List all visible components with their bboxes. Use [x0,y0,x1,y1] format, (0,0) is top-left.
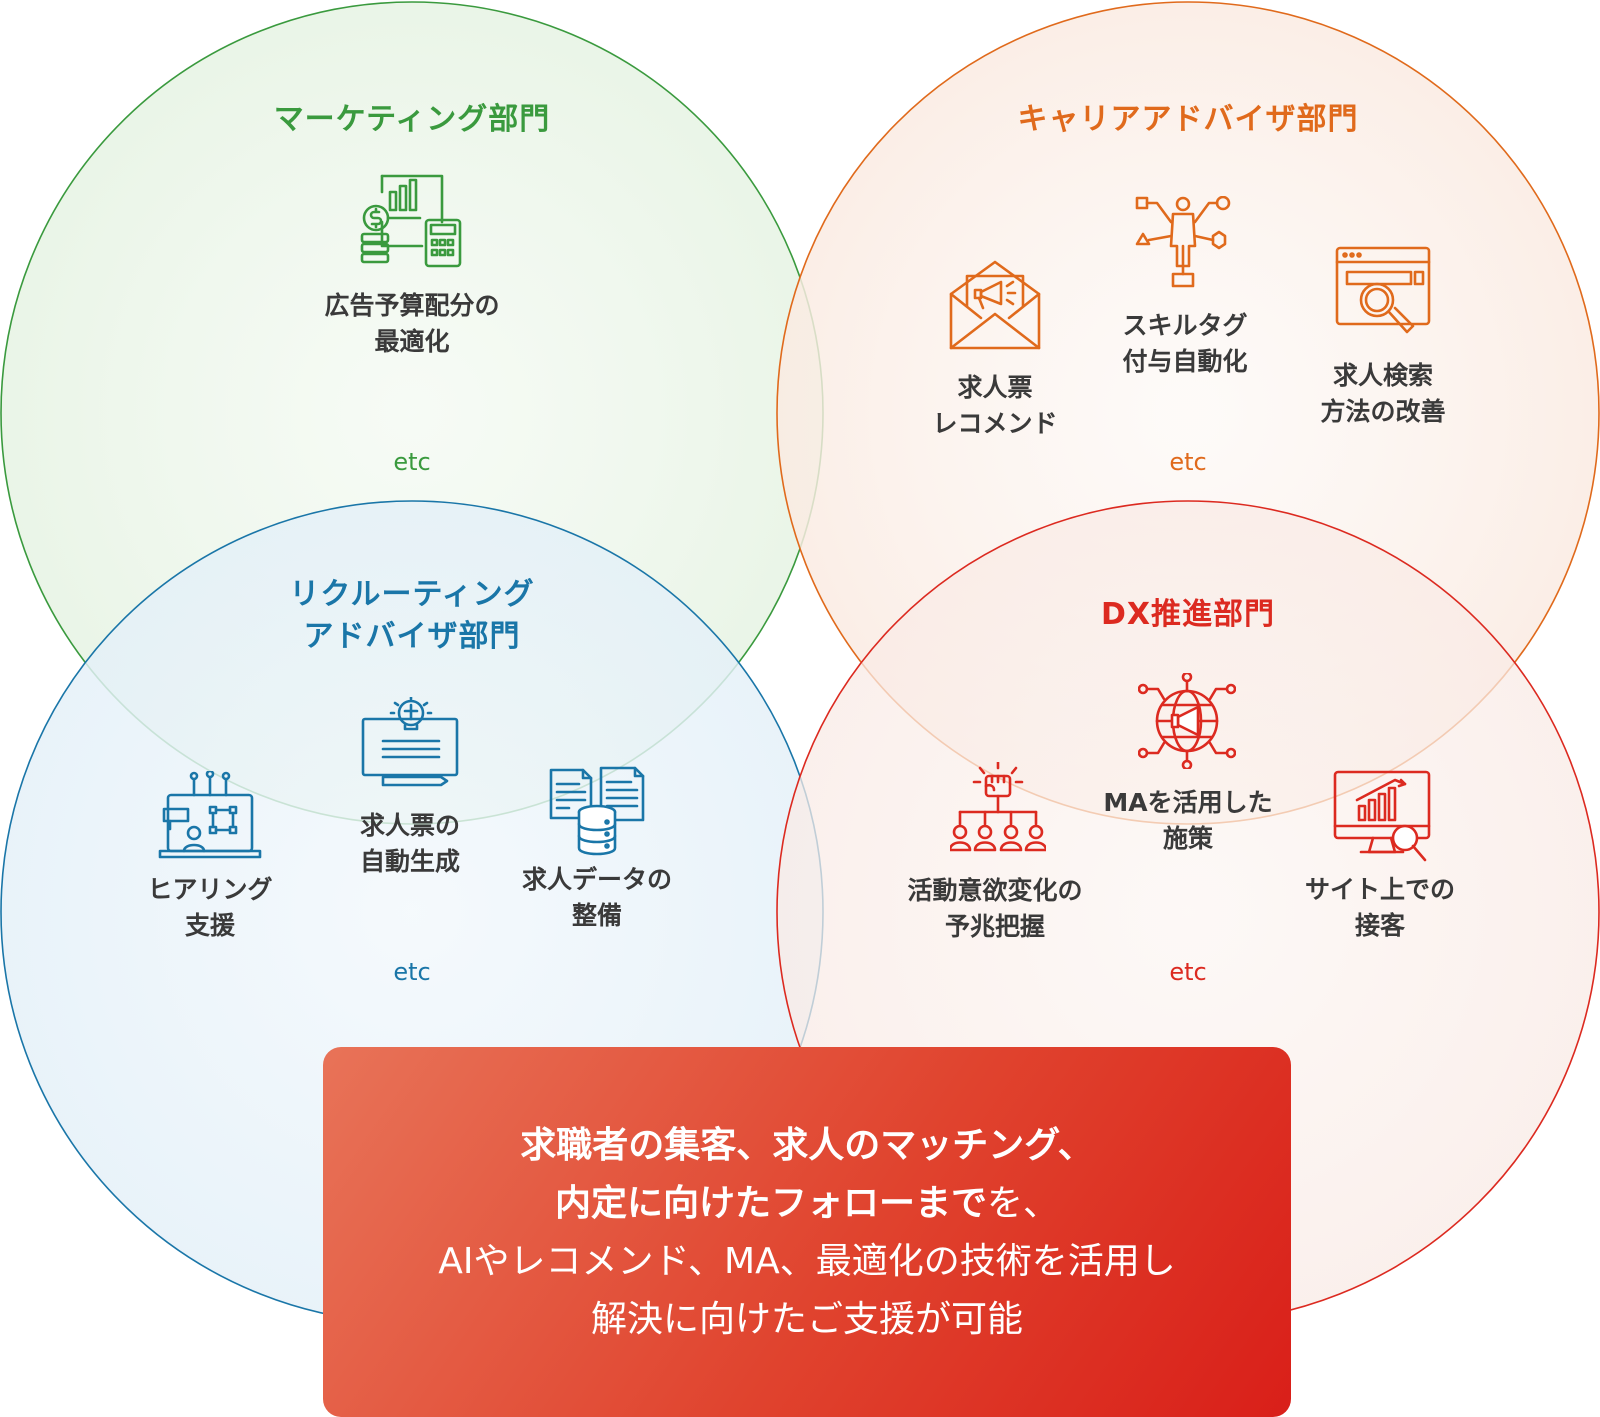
dx-etc: etc [1169,958,1207,986]
dx-item-label: 活動意欲変化の 予兆把握 [907,876,1083,941]
budget-calculator-icon [360,172,464,272]
career-title: キャリアアドバイザ部門 [1017,102,1359,137]
recruiting-item-label: 求人票の 自動生成 [359,811,460,876]
summary-box: 求職者の集客、求人のマッチング、 内定に向けたフォローまでを、 AIやレコメンド… [323,1047,1291,1417]
dx-title: DX推進部門 [1100,597,1276,632]
dx-item-label: サイト上での 接客 [1304,875,1455,940]
career-etc: etc [1169,448,1207,476]
dx-item-label: MAを活用した 施策 [1103,788,1273,853]
summary-line-2: 内定に向けたフォローまでを、 [323,1175,1291,1233]
ai-document-icon [361,697,461,789]
recruiting-etc: etc [393,958,431,986]
marketing-item-label: 広告予算配分の 最適化 [324,291,500,356]
career-item-label: 求人検索 方法の改善 [1320,361,1446,426]
browser-search-icon [1335,246,1431,342]
career-item-label: スキルタグ 付与自動化 [1122,311,1248,376]
globe-megaphone-icon [1138,673,1236,769]
summary-line-1: 求職者の集客、求人のマッチング、 [520,1125,1094,1166]
recruiting-item-label: 求人データの 整備 [521,865,672,930]
recruiting-item-label: ヒアリング 支援 [147,875,273,940]
summary-line-2-bold: 内定に向けたフォローまで [554,1183,987,1224]
summary-line-3: AIやレコメンド、MA、最適化の技術を活用し [438,1241,1176,1282]
career-item-label: 求人票 レコメンド [932,373,1058,438]
person-skill-network-icon [1135,196,1231,292]
laptop-hearing-icon [158,771,262,867]
marketing-title: マーケティング部門 [273,102,551,137]
envelope-megaphone-icon [949,256,1041,352]
monitor-analytics-icon [1333,770,1433,866]
marketing-etc: etc [393,448,431,476]
recruiting-title: リクルーティング アドバイザ部門 [289,577,535,654]
summary-line-2-rest: を、 [987,1183,1060,1224]
documents-database-icon [549,766,645,858]
summary-line-4: 解決に向けたご支援が可能 [590,1299,1023,1340]
fist-team-icon [950,762,1046,858]
